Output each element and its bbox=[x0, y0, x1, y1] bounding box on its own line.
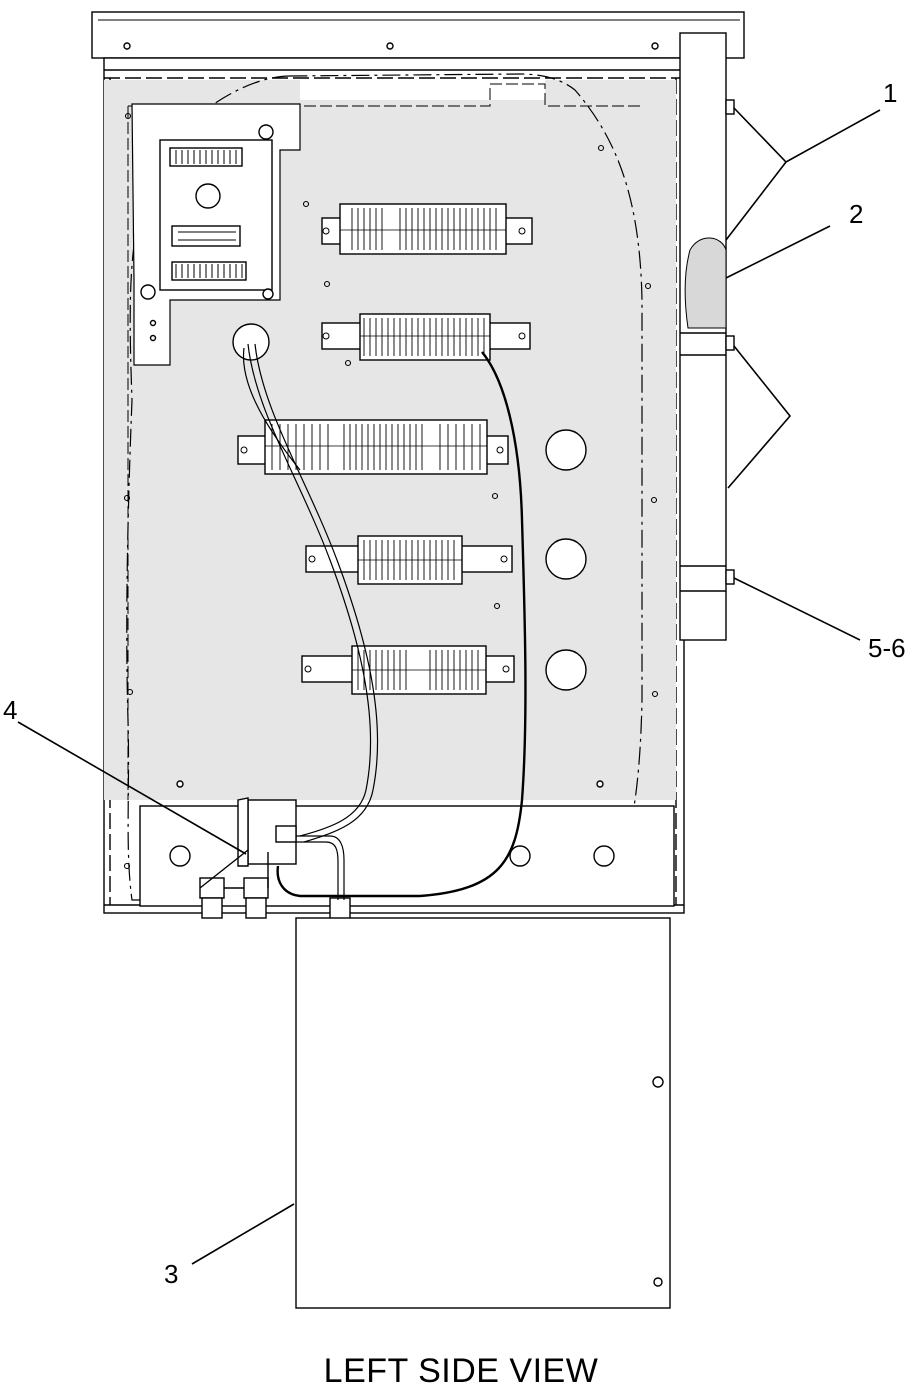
knockout-holes bbox=[545, 429, 587, 691]
view-title: LEFT SIDE VIEW bbox=[323, 1352, 599, 1390]
callout-3: 3 bbox=[164, 1259, 179, 1289]
bottom-bracket bbox=[139, 780, 675, 907]
panel-holes bbox=[123, 112, 659, 870]
pressure-switch bbox=[199, 797, 351, 921]
side-door bbox=[679, 32, 735, 641]
rail-end-holes bbox=[240, 227, 526, 673]
panel-outline bbox=[127, 83, 640, 800]
callout-4: 4 bbox=[3, 695, 18, 725]
lower-door bbox=[295, 917, 671, 1309]
callout-2: 2 bbox=[849, 199, 864, 229]
leader-lines bbox=[17, 107, 881, 1265]
callout-1: 1 bbox=[883, 78, 898, 108]
sensor-cable bbox=[276, 351, 527, 898]
conduit-hole bbox=[232, 323, 270, 361]
breaker-module bbox=[131, 103, 301, 366]
tubing bbox=[242, 343, 379, 900]
top-lid bbox=[91, 11, 745, 59]
callout-5-6: 5-6 bbox=[868, 633, 906, 663]
breaker-ticks bbox=[175, 150, 243, 278]
